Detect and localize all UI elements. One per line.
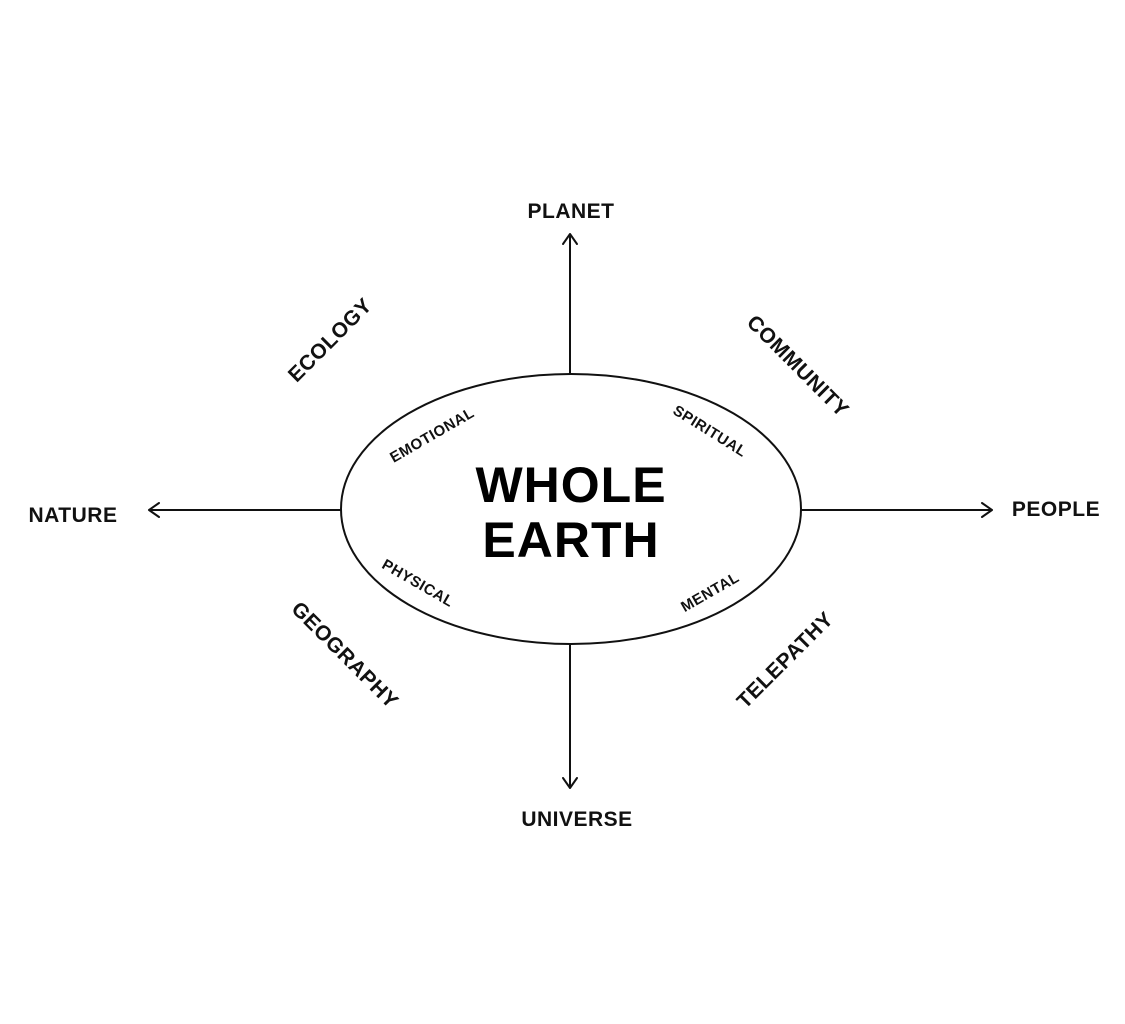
center-title-line-1: WHOLE xyxy=(475,457,666,513)
axis-label-right: PEOPLE xyxy=(1012,498,1100,521)
quadrant-label-bottom-right: TELEPATHY xyxy=(733,608,839,714)
center-ellipse xyxy=(340,373,802,645)
quadrant-label-bottom-left: GEOGRAPHY xyxy=(287,597,403,713)
quadrant-label-top-left: ECOLOGY xyxy=(284,294,377,387)
center-title-line-2: EARTH xyxy=(482,512,659,568)
quadrant-label-top-right: COMMUNITY xyxy=(742,311,853,422)
axis-label-top: PLANET xyxy=(528,200,615,223)
arrow-head-right xyxy=(981,502,993,518)
arrow-head-down xyxy=(562,777,578,789)
arrow-head-left xyxy=(148,502,160,518)
axis-label-bottom: UNIVERSE xyxy=(521,808,632,831)
axis-label-left: NATURE xyxy=(29,504,118,527)
arrow-head-up xyxy=(562,233,578,245)
